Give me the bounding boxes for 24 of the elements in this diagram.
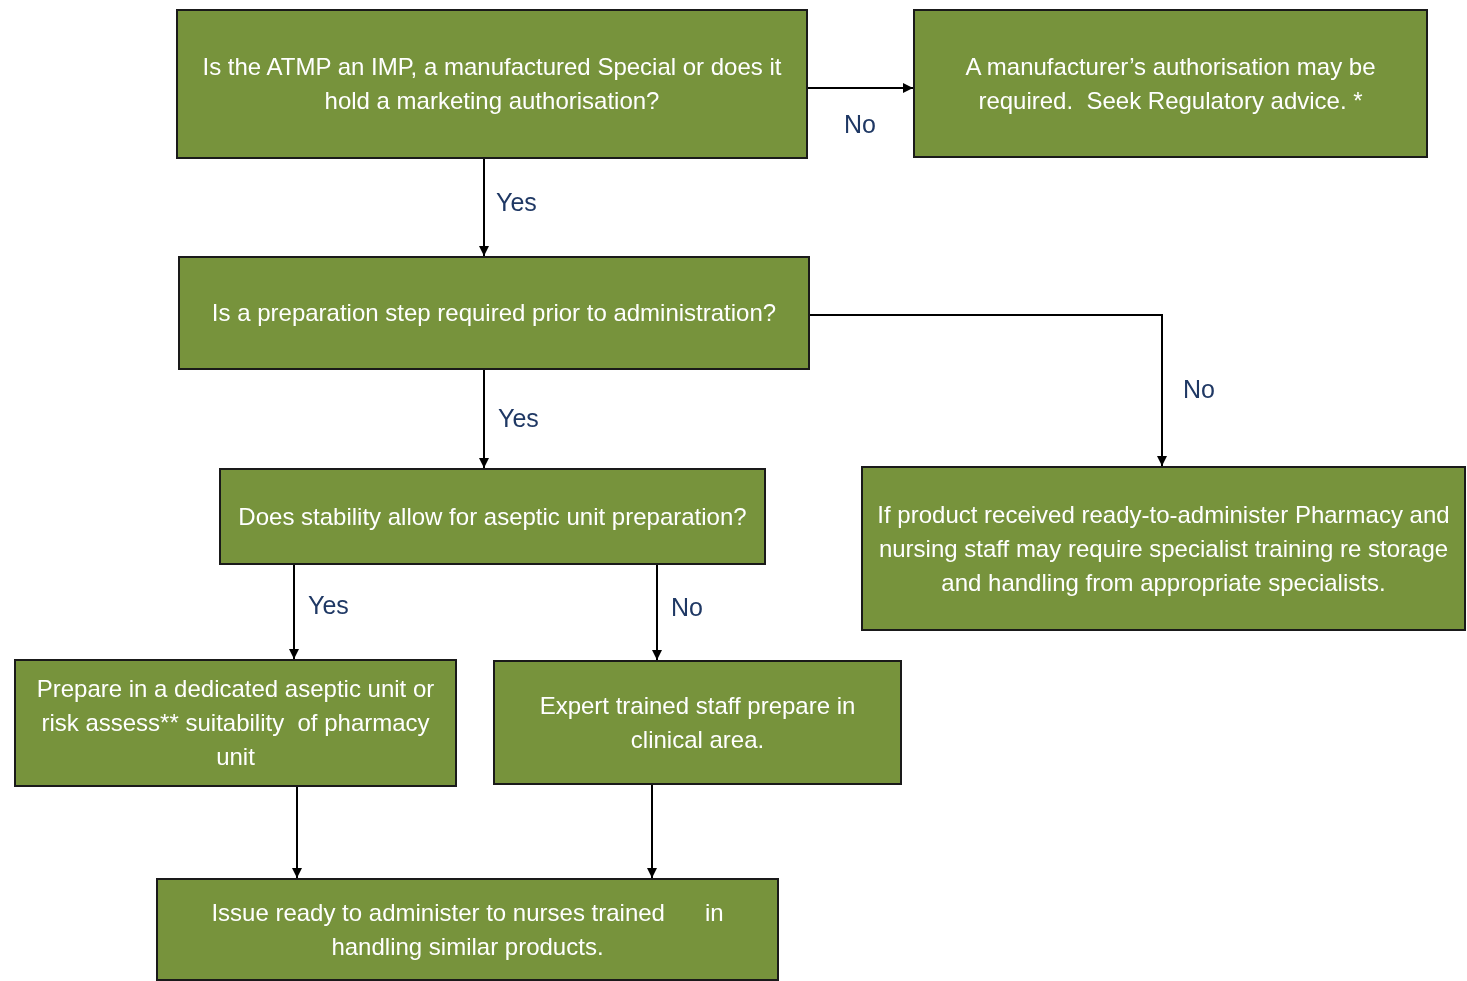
process-box — [14, 659, 457, 787]
process-box — [219, 468, 766, 565]
process-box — [913, 9, 1428, 158]
process-box — [493, 660, 902, 785]
process-box — [156, 878, 779, 981]
arrow — [289, 564, 299, 660]
process-box — [178, 256, 810, 370]
arrow — [292, 786, 302, 879]
process-box — [176, 9, 808, 159]
box-text: Does stability allow for aseptic unit preparation? — [238, 501, 747, 532]
arrow — [807, 83, 914, 93]
arrow — [479, 158, 489, 257]
box-text: Expert trained staff prepare in clinical area. — [538, 690, 857, 755]
arrow — [809, 314, 1167, 467]
box-text: A manufacturer’s authorisation may be required. Seek Regulatory advice. * — [964, 51, 1377, 116]
arrow — [652, 564, 662, 661]
box-text: If product received ready-to-administer Pharmacy and nursing staff may require specialist training re storage and handling from appropriate specialists. — [876, 499, 1451, 598]
arrow — [647, 784, 657, 879]
box-text: Issue ready to administer to nurses trained in handling similar products. — [210, 897, 725, 962]
arrow — [479, 369, 489, 469]
box-text: Prepare in a dedicated aseptic unit or risk assess** suitability of pharmacy unit — [35, 674, 436, 772]
box-text: Is a preparation step required prior to administration? — [211, 298, 777, 328]
box-text: Is the ATMP an IMP, a manufactured Special or does it hold a marketing authorisation? — [201, 52, 783, 116]
process-box — [861, 466, 1466, 631]
